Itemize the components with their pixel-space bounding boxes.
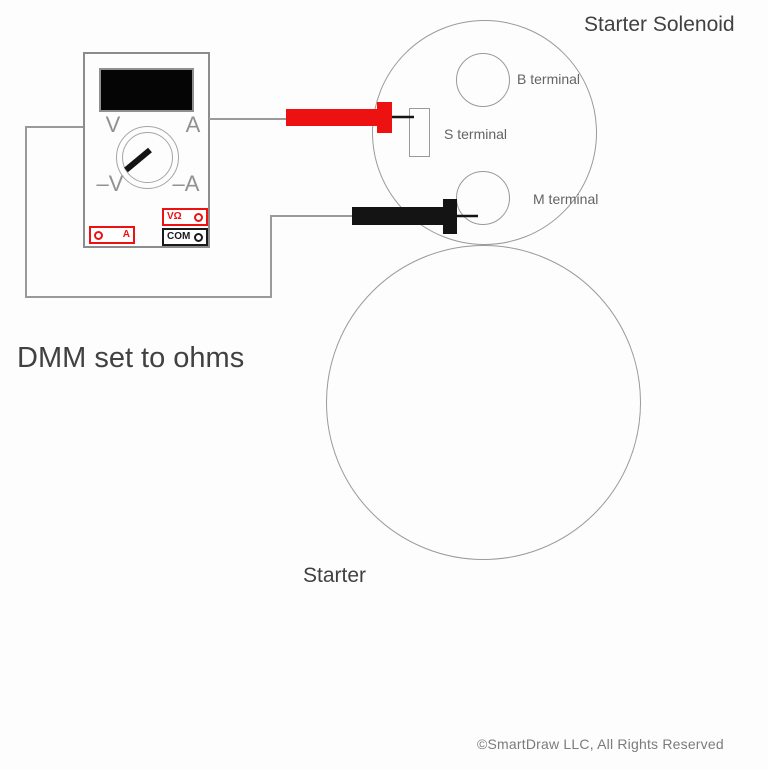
- dial-label-neg-amps: –A: [172, 171, 200, 196]
- solenoid-body-circle: [372, 20, 597, 245]
- jack-hole-icon: [94, 230, 103, 240]
- label-s-terminal: S terminal: [444, 126, 508, 142]
- jack-com: COM: [162, 228, 208, 246]
- dial-label-amps: A: [185, 112, 201, 137]
- jack-amp-label: A: [122, 229, 130, 240]
- label-starter: Starter: [303, 564, 367, 587]
- copyright-text: ©SmartDraw LLC, All Rights Reserved: [477, 736, 724, 752]
- multimeter-display: [99, 68, 194, 112]
- jack-hole-icon: [194, 232, 203, 242]
- jack-volt-ohm: VΩ: [162, 208, 208, 226]
- s-terminal-rect: [409, 108, 430, 157]
- starter-body-circle: [326, 245, 641, 560]
- label-b-terminal: B terminal: [517, 71, 581, 87]
- label-m-terminal: M terminal: [533, 191, 599, 207]
- jack-com-label: COM: [167, 231, 191, 242]
- m-terminal-circle: [456, 171, 510, 225]
- title-starter-solenoid: Starter Solenoid: [584, 13, 735, 36]
- jack-hole-icon: [194, 212, 203, 222]
- jack-volt-ohm-label: VΩ: [167, 211, 182, 222]
- jack-amp: A: [89, 226, 135, 244]
- dial-label-neg-volts: –V: [96, 171, 124, 196]
- b-terminal-circle: [456, 53, 510, 107]
- dial-label-volts: V: [105, 112, 121, 137]
- label-dmm-set-to-ohms: DMM set to ohms: [17, 342, 245, 374]
- multimeter-body: V A –V –A VΩ COM A: [83, 52, 210, 248]
